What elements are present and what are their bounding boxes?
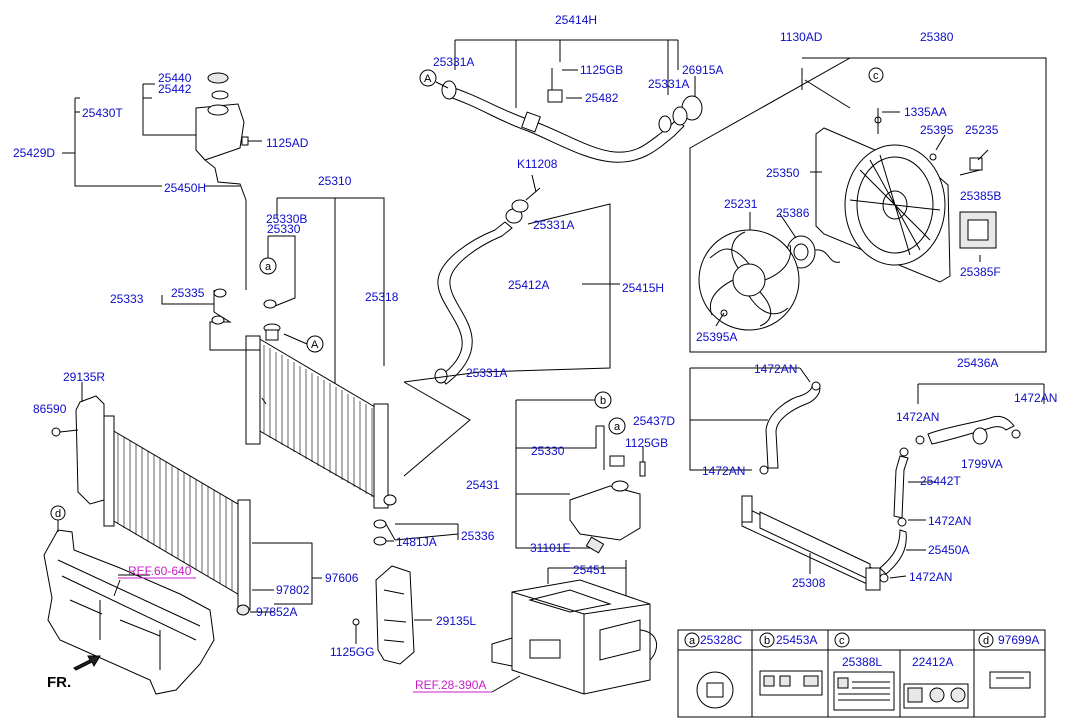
part-label-25414H: 25414H	[555, 13, 597, 27]
part-label-25331A-low: 25331A	[466, 366, 507, 380]
part-label-1472AN-6: 1472AN	[909, 570, 952, 584]
part-label-25437D: 25437D	[633, 414, 675, 428]
part-label-25310: 25310	[318, 174, 352, 188]
part-label-25336: 25336	[461, 529, 495, 543]
condenser-group	[51, 382, 322, 616]
callout-d-carrier: d	[55, 508, 61, 520]
inverter-reservoir-group	[515, 391, 646, 554]
callout-a-reservoir: a	[614, 421, 621, 433]
front-carrier-group	[43, 505, 215, 695]
legend-part-25388L: 25388L	[842, 655, 882, 669]
legend-part-22412A: 22412A	[912, 655, 953, 669]
part-label-K11208: K11208	[517, 157, 558, 171]
legend-letter-c: c	[839, 635, 845, 647]
part-label-25442: 25442	[158, 82, 192, 96]
reservoir-group	[62, 72, 262, 290]
part-label-26915A: 26915A	[682, 63, 723, 77]
legend-letter-a: a	[689, 635, 696, 647]
part-label-25412A: 25412A	[508, 278, 549, 292]
legend-part-25453A: 25453A	[776, 633, 817, 647]
part-label-25331A-mid: 25331A	[533, 218, 574, 232]
part-label-25429D: 25429D	[13, 146, 55, 160]
part-label-25380: 25380	[920, 30, 954, 44]
part-label-25308: 25308	[792, 576, 826, 590]
part-label-86590: 86590	[33, 402, 67, 416]
part-label-1472AN-2: 1472AN	[702, 464, 745, 478]
part-label-25333: 25333	[110, 292, 144, 306]
legend-letter-d: d	[983, 635, 989, 647]
part-label-25436A: 25436A	[957, 356, 998, 370]
callout-A-radiator: A	[311, 339, 319, 351]
radiator-group	[161, 197, 481, 546]
part-label-25330B: 25330B	[266, 212, 307, 226]
part-label-1335AA: 1335AA	[904, 105, 947, 119]
part-label-31101E: 31101E	[530, 541, 570, 555]
part-label-25231: 25231	[724, 197, 758, 211]
part-label-29135R: 29135R	[63, 370, 105, 384]
part-label-25235: 25235	[965, 123, 999, 137]
part-label-25482: 25482	[585, 91, 619, 105]
part-label-1130AD: 1130AD	[780, 30, 823, 44]
ref-link-inverter[interactable]: REF.28-390A	[415, 678, 486, 692]
part-label-25350: 25350	[766, 166, 800, 180]
legend-letter-b: b	[764, 635, 770, 647]
legend-part-25328C: 25328C	[700, 633, 742, 647]
callout-c-fan-label: c	[873, 70, 879, 82]
part-label-25430T: 25430T	[82, 106, 123, 120]
part-label-1472AN-5: 1472AN	[928, 514, 971, 528]
part-label-25385F: 25385F	[960, 265, 1001, 279]
part-label-1481JA: 1481JA	[396, 535, 437, 549]
part-label-1125GB-mid: 1125GB	[625, 436, 668, 450]
part-label-1472AN-3: 1472AN	[896, 410, 939, 424]
part-label-1799VA: 1799VA	[961, 457, 1003, 471]
front-orientation-label: FR.	[47, 674, 71, 691]
upper-hose-group	[419, 39, 703, 163]
part-label-97852A: 97852A	[256, 605, 297, 619]
part-label-25415H: 25415H	[622, 281, 664, 295]
part-label-29135L: 29135L	[436, 614, 476, 628]
part-label-25331A-top-left: 25331A	[433, 55, 474, 69]
fan-assembly-group	[689, 57, 1047, 353]
part-label-25451: 25451	[573, 563, 607, 577]
part-label-1472AN-4: 1472AN	[1014, 391, 1057, 405]
part-label-25450A: 25450A	[928, 543, 969, 557]
part-label-97802: 97802	[276, 583, 310, 597]
callout-a-radiator: a	[265, 261, 272, 273]
part-label-25395-top: 25395	[920, 123, 954, 137]
ref-link-front[interactable]: REF.60-640	[128, 564, 192, 578]
part-label-97606: 97606	[325, 571, 359, 585]
part-label-25431: 25431	[466, 478, 500, 492]
part-label-1125GB-top: 1125GB	[580, 63, 623, 77]
part-label-25450H: 25450H	[164, 181, 206, 195]
inverter-unit-group	[491, 560, 658, 695]
part-label-25330-top: 25330	[267, 222, 301, 236]
part-label-25330-mid: 25330	[531, 444, 565, 458]
legend-part-97699A: 97699A	[998, 633, 1039, 647]
lower-hose-group	[434, 174, 620, 385]
sub-radiator-group	[689, 367, 1045, 591]
legend-table	[677, 629, 1046, 718]
part-label-25331A-top-right: 25331A	[648, 77, 689, 91]
part-label-1472AN-1: 1472AN	[754, 362, 797, 376]
part-label-1125AD: 1125AD	[266, 136, 309, 150]
part-label-25395A: 25395A	[696, 330, 737, 344]
callout-A-hose: A	[424, 73, 432, 85]
part-label-25386: 25386	[776, 206, 810, 220]
part-label-25442T: 25442T	[920, 474, 961, 488]
air-guard-left-group	[352, 565, 432, 665]
part-label-25318: 25318	[365, 290, 399, 304]
part-label-25335: 25335	[171, 286, 205, 300]
part-label-1125GG: 1125GG	[330, 645, 374, 659]
part-label-25440: 25440	[158, 71, 192, 85]
part-label-25385B: 25385B	[960, 189, 1001, 203]
callout-b-reservoir: b	[600, 395, 606, 407]
